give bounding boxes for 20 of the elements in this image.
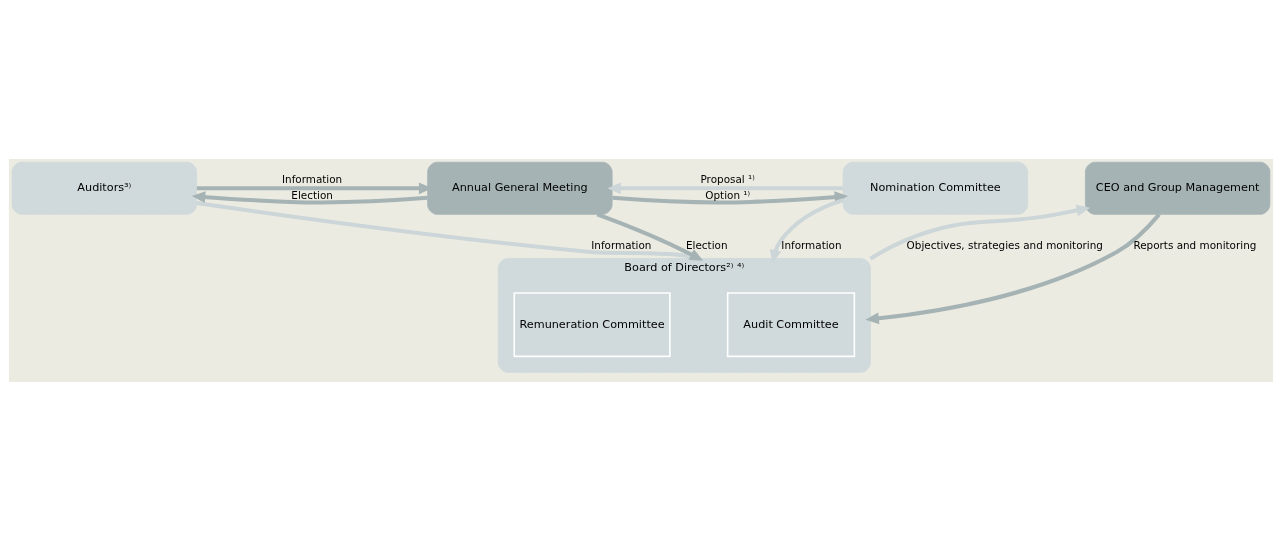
- node-box: Remuneration Committee: [513, 291, 671, 357]
- edge-label: Election: [291, 188, 333, 201]
- edge-label: Proposal ¹⁾: [700, 172, 755, 185]
- arrow: [191, 190, 428, 204]
- edge-label: Information: [281, 172, 343, 185]
- node-box: Nomination Committee: [842, 161, 1029, 215]
- arrow: [865, 212, 1161, 324]
- arrow: [869, 204, 1090, 260]
- node-box: Audit Committee: [726, 291, 856, 357]
- node-box: CEO and Group Management: [1085, 161, 1271, 215]
- node-box: Auditors³⁾: [11, 161, 197, 215]
- edge-label: Objectives, strategies and monitoring: [906, 238, 1103, 251]
- arrow: [612, 190, 848, 204]
- edge-label: Option ¹⁾: [705, 188, 751, 201]
- arrow: [607, 181, 843, 194]
- edge-label: Reports and monitoring: [1133, 238, 1257, 251]
- edge-label: Information: [591, 238, 652, 251]
- edge-label: Information: [781, 238, 842, 251]
- edge-label: Election: [686, 238, 728, 251]
- node-box: Annual General Meeting: [427, 161, 613, 215]
